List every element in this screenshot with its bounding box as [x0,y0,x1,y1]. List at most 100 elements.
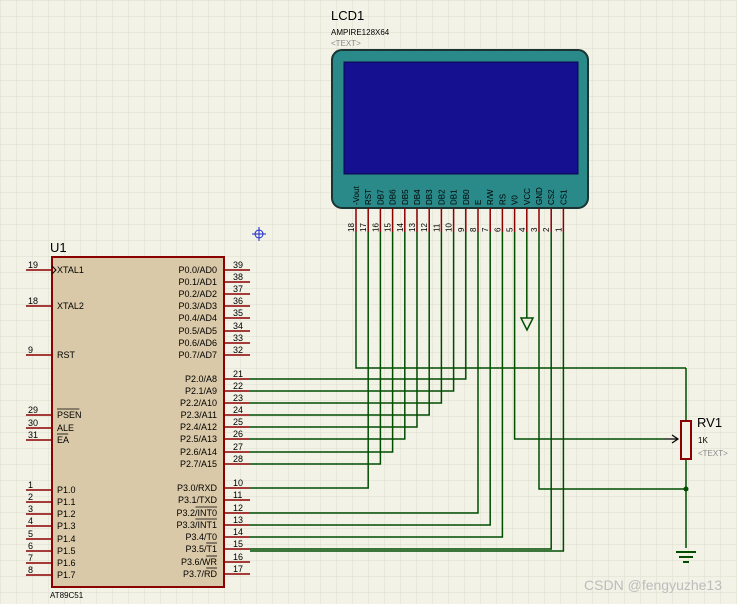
wire [250,232,430,416]
mcu-pin-number: 38 [233,272,243,282]
wire [250,232,565,552]
mcu-pin-number: 37 [233,284,243,294]
lcd-pin[interactable]: E8 [469,200,483,232]
mcu-pin-label: P2.3/A11 [181,410,217,420]
lcd-pin-number: 17 [359,223,368,232]
wires [250,232,686,552]
wire [250,232,418,428]
lcd-pin-number: 6 [493,227,502,232]
lcd-pin-label: DB3 [425,189,434,205]
mcu-ref: U1 [50,240,67,255]
mcu-pin-number: 2 [28,492,33,502]
pot-ref: RV1 [697,415,722,430]
mcu-pin-label: P3.0/RXD [177,483,218,493]
wire [250,232,406,440]
mcu-pin-label: P2.7/A15 [180,459,217,469]
mcu-pin-label: P3.6/WR [181,557,218,567]
mcu-pin-number: 23 [233,393,243,403]
mcu-pin-number: 36 [233,296,243,306]
lcd-pin-label: DB7 [376,189,385,205]
lcd-pin-number: 11 [432,223,441,232]
mcu-pin-number: 24 [233,405,243,415]
mcu-pin-number: 14 [233,527,243,537]
mcu-pin-number: 30 [28,418,38,428]
potentiometer-component[interactable]: RV1 1K <TEXT> [664,368,728,548]
lcd-pin-number: 13 [408,223,417,232]
lcd-pin[interactable]: RST 17 [359,189,373,232]
lcd-pin-number: 2 [542,227,551,232]
lcd-pin[interactable]: V05 [506,195,520,232]
mcu-pin-number: 5 [28,529,33,539]
lcd-part-name: AMPIRE128X64 [331,28,390,37]
lcd-component[interactable]: LCD1 AMPIRE128X64 <TEXT> -Vout18RST17DB7… [331,8,589,232]
wire [538,232,686,490]
lcd-pin-label: DB5 [401,189,410,205]
lcd-pin[interactable]: R/W7 [481,189,495,232]
mcu-pin-number: 29 [28,405,38,415]
watermark: CSDN @fengyuzhe13 [584,577,722,593]
mcu-pin-label: P2.0/A8 [185,374,217,384]
lcd-pin-label: RST [364,189,373,205]
mcu-pin-number: 9 [28,345,33,355]
mcu-pin-number: 39 [233,260,243,270]
lcd-pin-number: 4 [518,227,527,232]
lcd-pin[interactable]: RS6 [493,194,507,232]
mcu-pin-label: P2.2/A10 [180,398,217,408]
mcu-pin-number: 21 [233,369,243,379]
pot-text-tag: <TEXT> [698,449,728,458]
